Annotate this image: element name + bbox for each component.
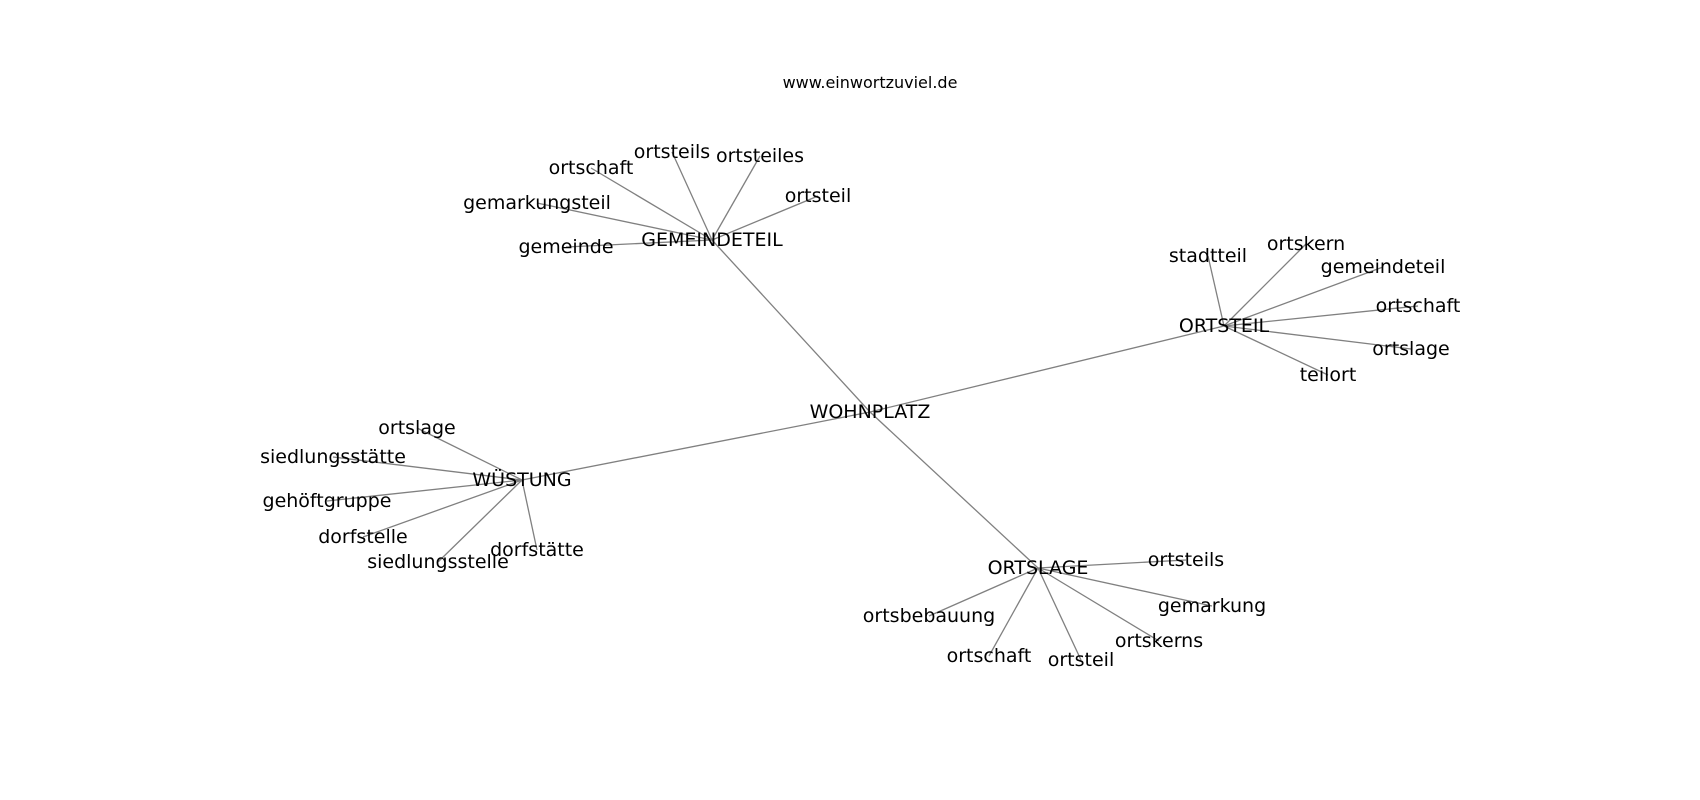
leaf-node-label: stadtteil [1169,245,1247,267]
edge-ortslage-leaf [1037,567,1213,607]
edge-wuestung-leaf [326,479,523,502]
edge-ortsteil-leaf [1223,325,1412,350]
edge-gemeindeteil-leaf [711,155,761,241]
leaf-node-label: teilort [1300,364,1357,386]
leaf-node-label: ortsteil [785,185,851,207]
edge-ortsteil-leaf [1223,266,1384,327]
leaf-node-label: siedlungsstätte [260,446,406,468]
leaf-node-label: ortsteils [634,141,710,163]
leaf-node-label: ortskern [1267,233,1345,255]
hub-node-label: ORTSTEIL [1179,315,1270,337]
leaf-node-label: ortskerns [1115,630,1203,652]
edge-wuestung-leaf [437,479,523,563]
leaf-node-label: gemarkung [1158,595,1266,617]
labels-layer: ortsteils ortsteiles ortschaft ortsteil gema… [260,141,1460,671]
edge-wuestung-leaf [332,456,523,481]
edge-ortslage-leaf [988,567,1039,657]
edge-ortslage-leaf [1037,567,1160,642]
edge-center-wuestung [521,411,871,481]
edge-ortsteil-leaf [1207,255,1225,327]
leaf-node-label: dorfstelle [318,526,407,548]
edge-center-ortsteil [869,325,1225,413]
edge-gemeindeteil-leaf [536,202,713,241]
center-node-label: WOHNPLATZ [810,401,931,423]
edge-wuestung-leaf [521,479,538,551]
leaf-node-label: ortsbebauung [863,605,995,627]
edge-ortsteil-leaf [1223,243,1307,327]
edge-ortslage-leaf [928,567,1039,617]
leaf-node-label: siedlungsstelle [367,551,509,573]
leaf-node-label: gehöftgruppe [263,490,392,512]
edge-ortslage-leaf [1037,567,1082,661]
leaf-node-label: gemeinde [518,236,613,258]
leaf-node-label: ortslage [378,417,455,439]
edges-layer [326,151,1419,661]
leaf-node-label: gemarkungsteil [463,192,611,214]
leaf-node-label: ortschaft [1376,295,1461,317]
edge-ortslage-leaf [1037,559,1187,569]
leaf-node-label: dorfstätte [490,539,584,561]
hub-node-label: WÜSTUNG [472,468,571,491]
leaf-node-label: ortsteiles [716,145,804,167]
edge-gemeindeteil-leaf [590,167,713,241]
edge-wuestung-leaf [416,427,523,481]
leaf-node-label: ortsteil [1048,649,1114,671]
leaf-node-label: ortsteils [1148,549,1224,571]
edge-center-gemeindeteil [711,239,871,413]
leaf-node-label: ortschaft [549,157,634,179]
leaf-node-label: ortschaft [947,645,1032,667]
hub-node-label: GEMEINDETEIL [641,229,783,251]
edge-center-ortslage [869,411,1039,569]
edge-ortsteil-leaf [1223,325,1329,376]
edge-gemeindeteil-leaf [671,151,713,241]
site-title: www.einwortzuviel.de [783,73,958,92]
leaf-node-label: ortslage [1372,338,1449,360]
edge-gemeindeteil-leaf [565,239,713,248]
edge-gemeindeteil-leaf [711,195,819,241]
hub-node-label: ORTSLAGE [988,557,1089,579]
leaf-node-label: gemeindeteil [1321,256,1446,278]
edge-wuestung-leaf [362,479,523,538]
edge-ortsteil-leaf [1223,305,1419,327]
